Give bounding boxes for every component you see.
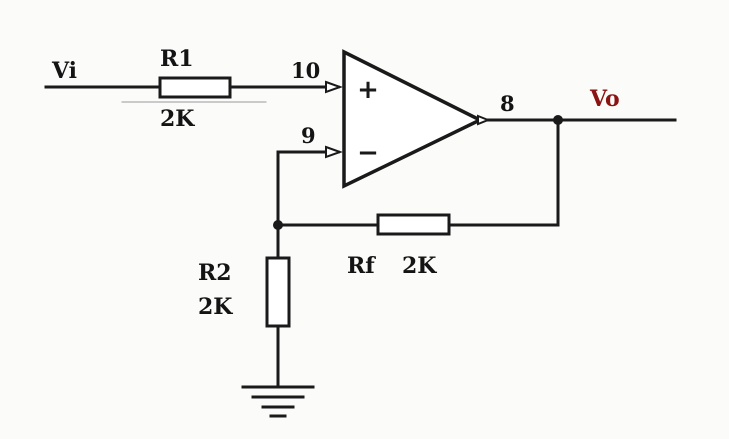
resistor-r2 bbox=[265, 256, 291, 328]
pin-output-label: 8 bbox=[500, 91, 515, 116]
rf-name-label: Rf bbox=[347, 253, 375, 279]
r2-value-label: 2K bbox=[198, 294, 233, 320]
output-arrow bbox=[477, 114, 491, 126]
inverting-input-arrow bbox=[325, 145, 343, 159]
opamp-triangle bbox=[342, 49, 484, 189]
pin-inverting-label: 9 bbox=[301, 123, 316, 148]
junction-output-node bbox=[553, 115, 563, 125]
output-label: Vo bbox=[590, 86, 620, 112]
opamp-minus-sign: − bbox=[357, 138, 379, 168]
rf-value-label: 2K bbox=[402, 253, 437, 279]
resistor-r1 bbox=[158, 76, 232, 99]
noninverting-input-arrow bbox=[325, 80, 343, 94]
pin-noninverting-label: 10 bbox=[291, 58, 321, 83]
opamp-plus-sign: + bbox=[357, 75, 379, 105]
junction-feedback-node bbox=[273, 220, 283, 230]
resistor-rf bbox=[376, 213, 451, 236]
input-label: Vi bbox=[52, 58, 78, 84]
r1-value-label: 2K bbox=[160, 106, 195, 132]
r2-name-label: R2 bbox=[198, 260, 232, 286]
r1-name-label: R1 bbox=[160, 46, 194, 72]
